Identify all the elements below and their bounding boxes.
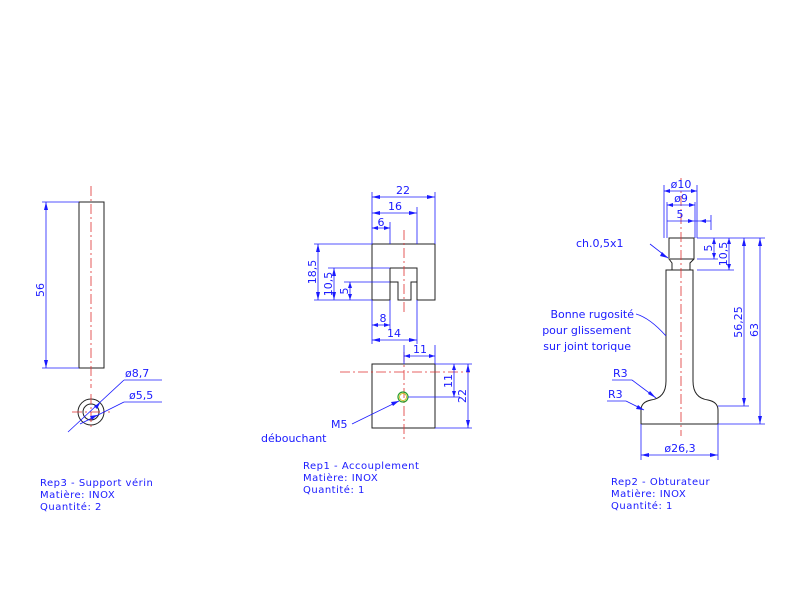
rep1-dim-10-5: 10,5: [322, 272, 335, 297]
rep2-arrow-5v-t: [712, 238, 716, 244]
rep2-material: Matière: INOX: [611, 488, 686, 500]
rep2-surface-note-1: Bonne rugosité: [550, 308, 634, 321]
rep2-arrow-105-b: [727, 264, 731, 270]
rep1-dim-5: 5: [338, 288, 351, 295]
rep2-arrow-base-r: [710, 453, 718, 457]
rep1-dim-18-5: 18,5: [306, 260, 319, 285]
rep1-arrow-11h-l: [404, 354, 410, 358]
rep2-dim-56-25: 56,25: [732, 306, 745, 338]
rep2-radius-2: R3: [608, 388, 623, 401]
rep2-arrow-d9-l: [667, 203, 673, 207]
rep1-dim-22: 22: [396, 184, 410, 197]
rep2-arrow-105-t: [727, 238, 731, 244]
rep1-tslot-top: [389, 267, 418, 282]
rep1-dim-8: 8: [380, 312, 387, 325]
rep2-dim-63: 63: [748, 323, 761, 337]
rep1-material: Matière: INOX: [303, 472, 378, 484]
rep2-arrow-d9-r: [689, 203, 695, 207]
rep3-leader-arrow-1: [94, 403, 100, 409]
rep1-arrow-11h-r: [429, 354, 435, 358]
rep1-quantity: Quantité: 1: [303, 484, 365, 496]
rep2-arrow-base-l: [641, 453, 649, 457]
rep1-title: Rep1 - Accouplement: [303, 461, 419, 472]
rep2-arrow-5h-r: [700, 219, 706, 223]
rep1-top-view-outline: [371, 363, 436, 429]
rep1-arrow-105-b: [332, 292, 336, 300]
rep1-arrow-16-r: [409, 211, 417, 215]
rep1-arrow-22v-t: [466, 364, 470, 372]
rep2-arrow-5v-b: [712, 253, 716, 259]
rep1-arrow-14-r: [409, 338, 417, 342]
rep1-m5-note: débouchant: [261, 432, 327, 445]
rep2-radius-1: R3: [613, 367, 628, 380]
rep2-radius-1-arrow: [648, 391, 656, 398]
rep2-arrow-5625-b: [742, 398, 746, 406]
rep1-m5-leader-arrow: [391, 401, 399, 406]
rep1-dim-22-v: 22: [456, 389, 469, 403]
rep2-arrow-63-b: [758, 416, 762, 424]
rep1-arrow-22-r: [427, 195, 435, 199]
rep2-dim-10-5: 10,5: [717, 242, 730, 267]
rep1-arrow-185-b: [316, 292, 320, 300]
rep1-arrow-6-l: [372, 226, 378, 230]
rep1-front-view-outline: [371, 243, 436, 301]
rep2-arrow-5625-t: [742, 238, 746, 246]
rep2-obturateur: ø10 ø9 5 ch.0,5x1 5 10,5 56,25: [542, 178, 765, 512]
rep1-dim-11-h: 11: [413, 343, 427, 356]
rep2-dim-base-diameter: ø26,3: [664, 442, 695, 455]
rep3-quantity: Quantité: 2: [40, 501, 102, 513]
rep1-arrow-16-l: [372, 211, 380, 215]
rep3-support-verin: 56 ø8,7 ø5,5 Rep3 - Support vérin Matièr…: [34, 186, 162, 513]
rep1-arrow-5-b: [348, 294, 352, 300]
rep2-dim-5-v: 5: [702, 245, 715, 252]
rep1-m5-hole-inner: [399, 393, 407, 401]
rep3-dim-arrow-bottom: [44, 360, 48, 368]
rep3-dim-arrow-top: [44, 202, 48, 210]
rep3-material: Matière: INOX: [40, 489, 115, 501]
rep1-arrow-8-l: [372, 323, 378, 327]
rep2-quantity: Quantité: 1: [611, 500, 673, 512]
rep3-dim-56: 56: [34, 283, 47, 297]
rep1-dim-11-v: 11: [442, 374, 455, 388]
rep1-arrow-105-t: [332, 268, 336, 276]
rep2-chamfer-note: ch.0,5x1: [576, 237, 624, 250]
rep1-arrow-5-t: [348, 282, 352, 288]
rep3-dim-d87: ø8,7: [125, 367, 149, 380]
rep1-m5-leader: [351, 400, 400, 425]
rep2-arrow-d10-r: [691, 189, 697, 193]
rep2-surface-note-3: sur joint torique: [543, 340, 631, 353]
rep1-m5-label: M5: [331, 418, 348, 431]
rep2-arrow-63-t: [758, 238, 762, 246]
rep2-chamfer-arrow: [660, 252, 668, 258]
rep1-arrow-6-r: [384, 226, 390, 230]
rep1-dim-16: 16: [388, 200, 402, 213]
rep2-dim-d9: ø9: [674, 192, 688, 205]
rep3-leader-d55: [79, 401, 125, 425]
rep2-dim-5-h: 5: [677, 208, 684, 221]
rep3-title: Rep3 - Support vérin: [40, 477, 153, 489]
rep2-title: Rep2 - Obturateur: [611, 477, 710, 488]
rep1-arrow-11v-b: [452, 391, 456, 397]
rep1-arrow-11v-t: [452, 364, 456, 370]
rep2-surface-leader: [635, 313, 667, 337]
rep2-surface-note-2: pour glissement: [542, 324, 631, 337]
rep2-dim-d10: ø10: [671, 178, 692, 191]
rep3-tube-side-view: [78, 201, 105, 369]
rep1-accouplement: 22 16 6 18,5 10,5 5 8: [261, 184, 472, 496]
rep1-arrow-185-t: [316, 244, 320, 252]
rep2-arrow-d10-l: [664, 189, 670, 193]
rep1-dim-6: 6: [378, 216, 385, 229]
rep1-arrow-22v-b: [466, 420, 470, 428]
rep2-arrow-5h-l: [688, 219, 694, 223]
rep3-leader-arrow-2: [90, 415, 97, 420]
rep1-arrow-8-r: [384, 323, 390, 327]
rep3-dim-d55: ø5,5: [129, 389, 153, 402]
rep2-radius-2-arrow: [636, 405, 644, 410]
rep1-arrow-14-l: [372, 338, 380, 342]
rep1-arrow-22-l: [372, 195, 380, 199]
rep1-dim-14: 14: [387, 327, 401, 340]
